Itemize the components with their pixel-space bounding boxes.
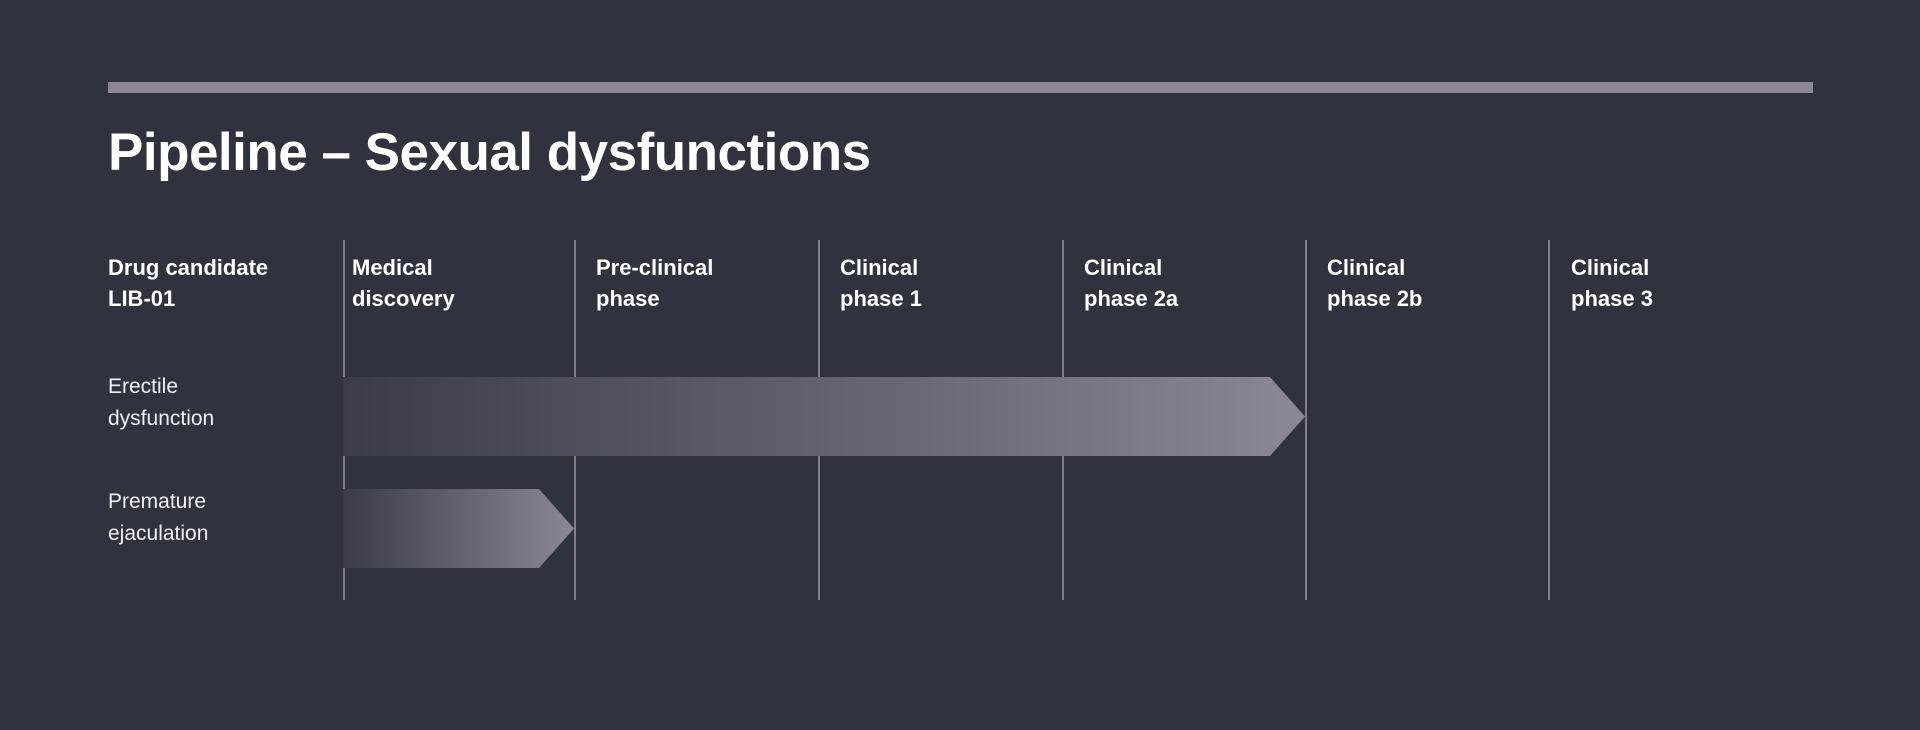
column-header-pre-clinical-phase: Pre-clinical phase bbox=[596, 255, 714, 312]
top-accent-rule bbox=[108, 82, 1813, 93]
column-divider-4 bbox=[1305, 240, 1307, 600]
column-header-clinical-phase-2b: Clinical phase 2b bbox=[1327, 255, 1423, 312]
row-axis-header: Drug candidate LIB-01 bbox=[108, 255, 269, 312]
progress-bar-premature-ejaculation bbox=[343, 489, 574, 568]
column-header-clinical-phase-1: Clinical phase 1 bbox=[840, 255, 922, 312]
column-header-clinical-phase-2a: Clinical phase 2a bbox=[1084, 255, 1179, 312]
progress-bar-erectile-dysfunction bbox=[343, 377, 1305, 456]
column-header-clinical-phase-3: Clinical phase 3 bbox=[1571, 255, 1653, 312]
row-label-premature-ejaculation: Premature ejaculation bbox=[108, 490, 209, 545]
column-divider-5 bbox=[1548, 240, 1550, 600]
page-title: Pipeline – Sexual dysfunctions bbox=[108, 123, 871, 182]
row-label-erectile-dysfunction: Erectile dysfunction bbox=[108, 375, 215, 430]
column-header-medical-discovery: Medical discovery bbox=[352, 255, 455, 312]
